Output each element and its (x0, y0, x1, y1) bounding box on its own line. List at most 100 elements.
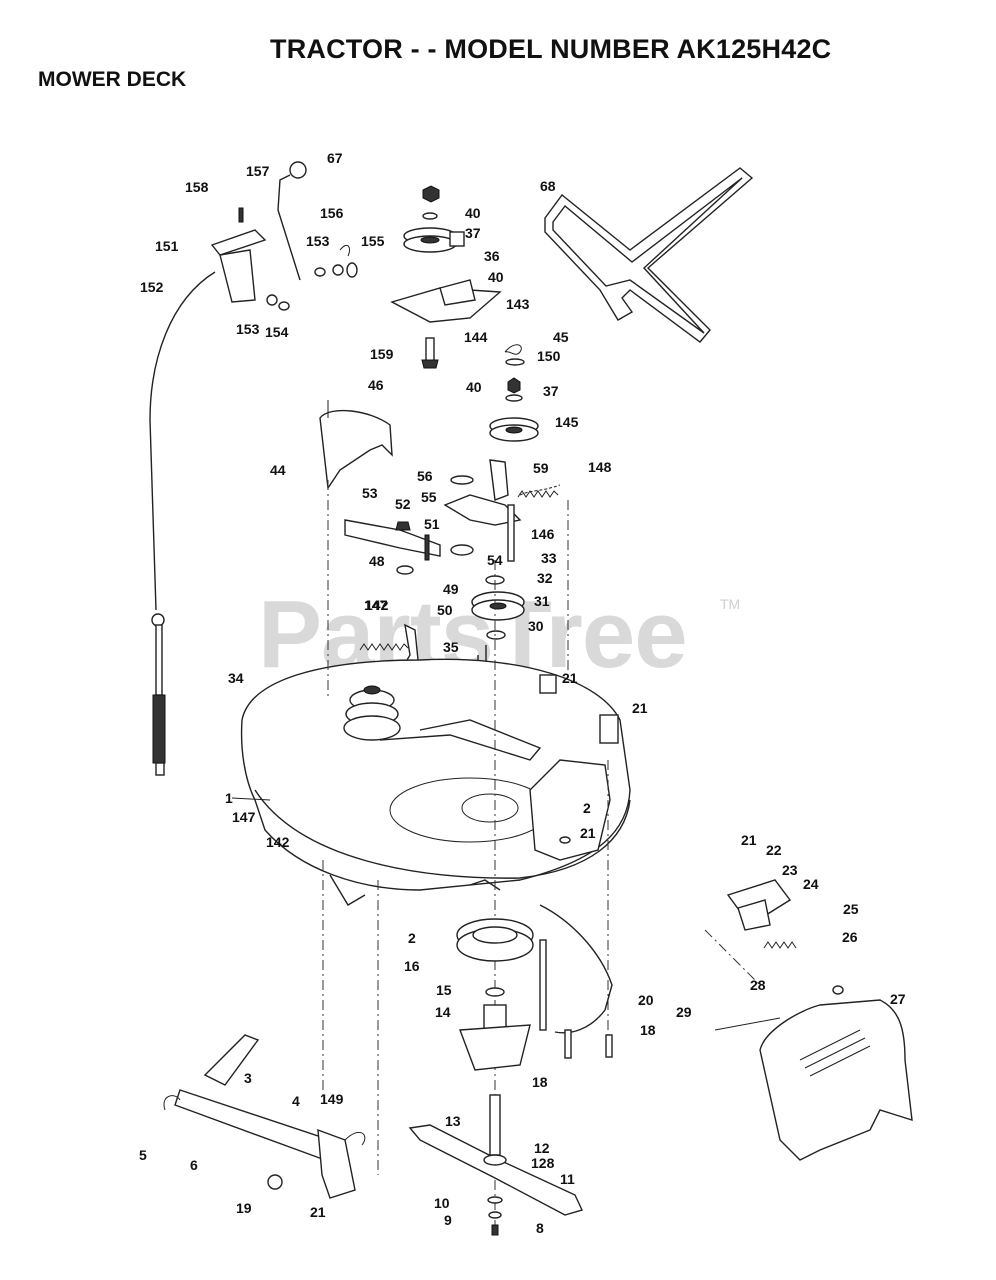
callout-46: 46 (368, 377, 384, 393)
callout-21-b: 21 (632, 700, 648, 716)
deck-link-arm (344, 519, 441, 575)
callout-19: 19 (236, 1200, 252, 1216)
callout-20: 20 (638, 992, 654, 1008)
callout-40-top: 40 (465, 205, 481, 221)
spring-147-upper (359, 643, 409, 651)
callout-55: 55 (421, 489, 437, 505)
callout-3: 3 (244, 1070, 252, 1086)
idler-arm-bracket (443, 459, 561, 562)
callout-56: 56 (417, 468, 433, 484)
drive-belt (544, 167, 754, 343)
callout-149: 149 (320, 1091, 344, 1107)
front-hanger-brackets (163, 1034, 366, 1199)
callout-48: 48 (369, 553, 385, 569)
belt-guard (319, 400, 393, 490)
callout-158: 158 (185, 179, 209, 195)
callout-21-e: 21 (310, 1204, 326, 1220)
callout-40-low: 40 (466, 379, 482, 395)
callout-68: 68 (540, 178, 556, 194)
callout-37-top: 37 (465, 225, 481, 241)
callout-154: 154 (265, 324, 289, 340)
callout-25: 25 (843, 901, 859, 917)
page-title: TRACTOR - - MODEL NUMBER AK125H42C (270, 34, 832, 64)
callout-2-upper: 2 (583, 800, 591, 816)
callout-1: 1 (225, 790, 233, 806)
callout-15: 15 (436, 982, 452, 998)
callout-4: 4 (292, 1093, 300, 1109)
callout-147-upper: 147 (364, 597, 388, 613)
callout-159: 159 (370, 346, 394, 362)
callout-16: 16 (404, 958, 420, 974)
callout-49: 49 (443, 581, 459, 597)
callout-155: 155 (361, 233, 385, 249)
spring-148 (517, 490, 559, 498)
callout-14: 14 (435, 1004, 451, 1020)
callout-146: 146 (531, 526, 555, 542)
callout-2-lower: 2 (408, 930, 416, 946)
height-adjust-lever (210, 161, 358, 311)
callout-28: 28 (750, 977, 766, 993)
trademark-mark: TM (720, 596, 741, 612)
callout-22: 22 (766, 842, 782, 858)
callout-157: 157 (246, 163, 270, 179)
callout-32: 32 (537, 570, 553, 586)
callout-142-upper: 142 (365, 597, 389, 613)
mower-deck-housing (240, 658, 631, 906)
callout-67: 67 (327, 150, 343, 166)
callout-21-c: 21 (580, 825, 596, 841)
callout-45: 45 (553, 329, 569, 345)
callout-31: 31 (534, 593, 550, 609)
callout-153-top: 153 (306, 233, 330, 249)
callout-151: 151 (155, 238, 179, 254)
callout-21-d: 21 (741, 832, 757, 848)
mower-blade (408, 1124, 583, 1236)
callout-143: 143 (506, 296, 530, 312)
callout-30: 30 (528, 618, 544, 634)
section-title: MOWER DECK (38, 68, 187, 91)
callout-21-a: 21 (562, 670, 578, 686)
callout-54: 54 (487, 552, 503, 568)
callout-36: 36 (484, 248, 500, 264)
callout-40-mid: 40 (488, 269, 504, 285)
callout-44: 44 (270, 462, 286, 478)
idler-pulley-assembly (390, 185, 502, 369)
callout-12: 12 (534, 1140, 550, 1156)
callout-labels: 1 2 2 3 4 5 6 8 9 10 11 12 13 14 15 16 1… (139, 150, 906, 1236)
callout-23: 23 (782, 862, 798, 878)
height-adjust-cable (149, 271, 216, 776)
callout-53: 53 (362, 485, 378, 501)
callout-6: 6 (190, 1157, 198, 1173)
callout-37-mid: 37 (543, 383, 559, 399)
pulley-145-assembly (489, 344, 539, 442)
callout-52: 52 (395, 496, 411, 512)
rear-rods (539, 904, 613, 1059)
callout-156: 156 (320, 205, 344, 221)
callout-152: 152 (140, 279, 164, 295)
discharge-chute-assembly (714, 879, 913, 1161)
callout-35: 35 (443, 639, 459, 655)
callout-27: 27 (890, 991, 906, 1007)
callout-145: 145 (555, 414, 579, 430)
callout-26: 26 (842, 929, 858, 945)
callout-34: 34 (228, 670, 244, 686)
callout-24: 24 (803, 876, 819, 892)
callout-50: 50 (437, 602, 453, 618)
callout-59: 59 (533, 460, 549, 476)
callout-18-left: 18 (532, 1074, 548, 1090)
spindle-assembly (456, 918, 534, 1156)
callout-18-right: 18 (640, 1022, 656, 1038)
callout-153-bottom: 153 (236, 321, 260, 337)
callout-51: 51 (424, 516, 440, 532)
callout-150: 150 (537, 348, 561, 364)
callout-29: 29 (676, 1004, 692, 1020)
callout-10: 10 (434, 1195, 450, 1211)
callout-11: 11 (560, 1171, 575, 1187)
callout-148: 148 (588, 459, 612, 475)
callout-142-lower: 142 (266, 834, 290, 850)
callout-9: 9 (444, 1212, 452, 1228)
callout-147-lower: 147 (232, 809, 256, 825)
callout-33: 33 (541, 550, 557, 566)
callout-8: 8 (536, 1220, 544, 1236)
